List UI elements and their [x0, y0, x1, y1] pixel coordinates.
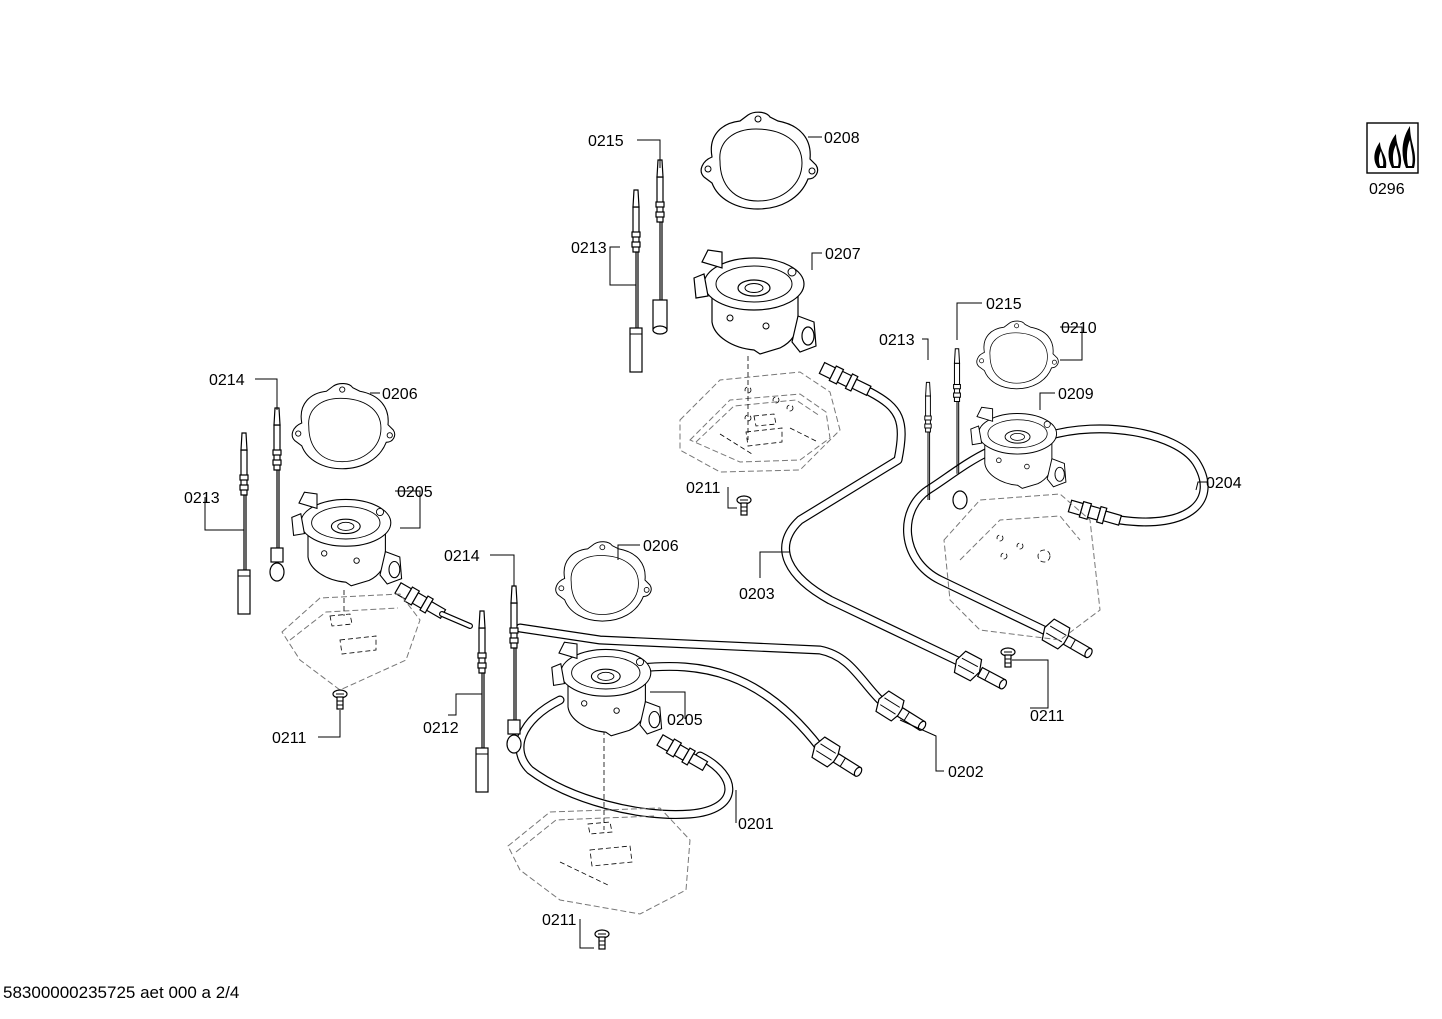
callout-0213: 0213: [879, 332, 915, 349]
pipe-left-inlet: [393, 580, 473, 629]
callout-0213: 0213: [184, 490, 220, 507]
thermocouple-0212: [475, 610, 489, 793]
callout-0211: 0211: [542, 912, 577, 929]
callout-0201: 0201: [738, 816, 774, 833]
callout-0209: 0209: [1058, 386, 1094, 403]
pipe-0201: [515, 695, 734, 820]
callout-0211: 0211: [272, 730, 307, 747]
callout-0210: 0210: [1061, 320, 1097, 337]
electrode-0214-center: [506, 585, 522, 754]
electrode-0215-right: [953, 348, 961, 475]
callout-0207: 0207: [825, 246, 861, 263]
callout-0212: 0212: [423, 720, 459, 737]
callout-0203: 0203: [739, 586, 775, 603]
leader-lines: [204, 136, 1208, 949]
screw-0211-bottom: [594, 929, 610, 950]
burner-0209: [943, 320, 1101, 641]
callout-0202: 0202: [948, 764, 984, 781]
callout-0214: 0214: [209, 372, 245, 389]
callout-0205: 0205: [397, 484, 433, 501]
callout-0214: 0214: [444, 548, 480, 565]
burner-0205-center: [507, 541, 691, 915]
callout-0205: 0205: [667, 712, 703, 729]
burner-0207: [679, 111, 841, 473]
pipe-0203: [781, 360, 1009, 691]
burner-flames-icon: [1366, 122, 1419, 174]
electrode-0214-left: [269, 407, 285, 582]
thermocouple-0213-top: [629, 189, 643, 373]
callout-0204: 0204: [1206, 475, 1242, 492]
thermocouple-0213-left: [237, 432, 251, 615]
electrode-0215-top: [652, 159, 668, 335]
callout-0206: 0206: [643, 538, 679, 555]
callout-0206: 0206: [382, 386, 418, 403]
callout-0211: 0211: [1030, 708, 1065, 725]
burner-0205-left: [281, 383, 421, 691]
pipe-0202: [515, 623, 928, 779]
callout-0215: 0215: [986, 296, 1022, 313]
screw-0211-top: [736, 495, 752, 516]
callout-0208: 0208: [824, 130, 860, 147]
callout-0213: 0213: [571, 240, 607, 257]
callout-labels: 0215 0208 0213 0207 0215 0210 0213 0209 …: [184, 130, 1405, 929]
callout-0296: 0296: [1369, 181, 1405, 198]
callout-0211: 0211: [686, 480, 721, 497]
thermocouple-0213-right: [924, 381, 932, 501]
callout-0215: 0215: [588, 133, 624, 150]
screw-0211-right: [1000, 647, 1016, 668]
screw-0211-left: [332, 689, 348, 710]
document-footer: 58300000235725 aet 000 a 2/4: [3, 983, 239, 1002]
